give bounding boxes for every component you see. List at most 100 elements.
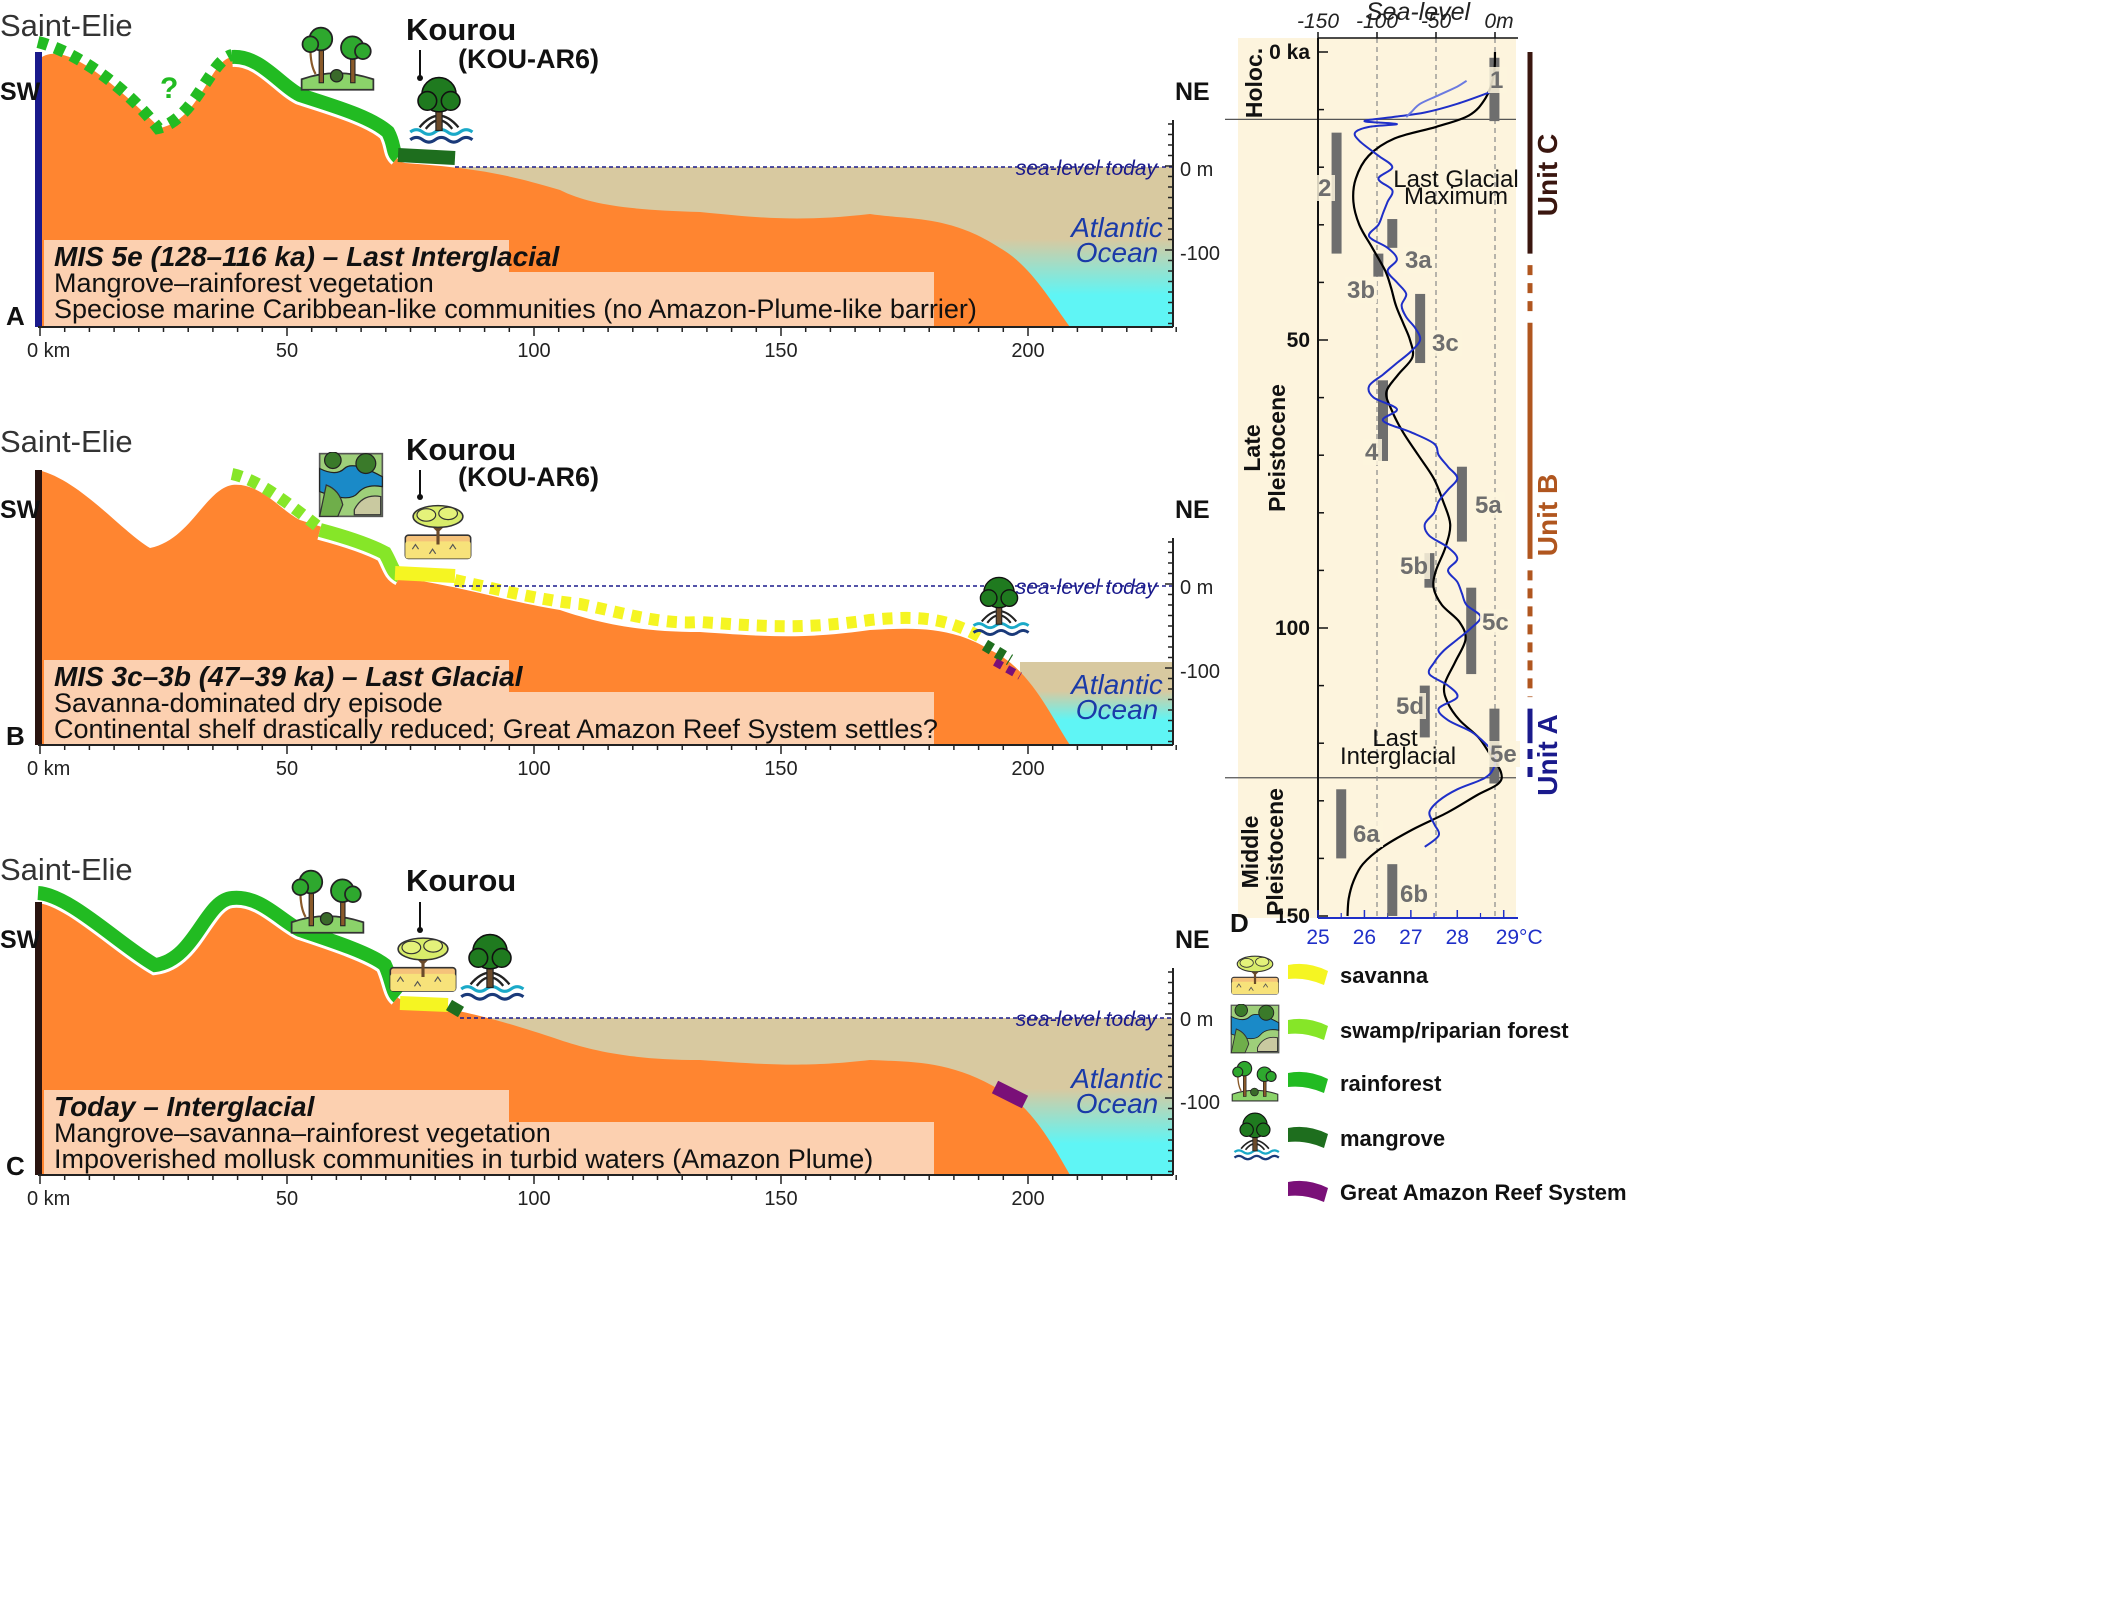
unit-label: Unit A [1532,714,1563,795]
mis-label: 2 [1318,175,1331,202]
unit-label-text: Unit C [1532,134,1563,216]
y-tick-label: 100 [1275,617,1310,640]
caption-bg [44,1122,934,1176]
period-label-line: Late [1239,424,1265,471]
site-label: Saint-Elie [0,424,133,459]
unit-label-text: Unit A [1532,714,1563,795]
site-label: Saint-Elie [0,8,133,43]
mis-label-bg [1363,439,1382,465]
mis-label-bg [1473,492,1505,518]
legend-swatch [1288,1126,1328,1148]
distance-tick-label: 0 km [27,340,70,362]
sea-level-label: sea-level today [1016,576,1159,599]
caption-line: Impoverished mollusk communities in turb… [54,1144,873,1174]
y-tick-label: 150 [1275,905,1310,928]
kourou-label: Kourou [406,432,516,467]
ocean-label: Ocean [1076,1088,1159,1119]
caption-title: MIS 5e (128–116 ka) – Last Interglacial [54,241,561,272]
period-label-line: Pleistocene [1264,384,1290,512]
mangrove-icon [408,75,474,144]
mis-label: 5e [1490,741,1517,768]
site-label: Saint-Elie [0,852,133,887]
savanna-band-dashed [453,574,989,646]
mis-bar [1466,587,1477,675]
bottom-tick-label: 28 [1446,926,1469,949]
kourou-pointer-dot [417,927,423,933]
mis-label-bg [1398,881,1430,907]
mis-label-bg [1351,821,1383,847]
period-label: Holoc. [1241,48,1267,118]
distance-tick-label: 100 [517,340,550,362]
ocean-label: Atlantic [1069,212,1163,243]
legend-label: swamp/riparian forest [1340,1018,1569,1043]
left-bar [35,52,42,327]
period-label-line: Holoc. [1241,48,1267,118]
legend-swatch [1288,1180,1328,1202]
swamp-band-dashed [230,468,324,533]
mis-bar [1456,466,1467,542]
panel-letter: C [6,1151,25,1181]
depth-label: 0 m [1180,1009,1213,1031]
savanna-icon [388,936,458,993]
top-axis-title: Sea-level [1366,0,1472,26]
caption-bg [44,692,934,746]
mis-bar [1336,789,1347,859]
unit-label: Unit B [1532,474,1563,556]
mis-label: 3b [1347,277,1375,304]
mis-label: 5c [1482,609,1509,636]
reef-band [991,1080,1029,1109]
sea-water [1020,662,1173,745]
mangrove-icon [1233,1112,1280,1161]
mis-label: 3c [1432,330,1459,357]
rainforest-icon [300,26,375,91]
sea-level-label: sea-level today [1016,157,1159,180]
y-tick-label: 0 ka [1269,41,1310,64]
mis-label: 5d [1396,693,1424,720]
distance-tick-label: 150 [764,340,797,362]
savanna-icon [403,503,473,561]
bottom-tick-label: 26 [1353,926,1376,949]
caption-line: Mangrove–rainforest vegetation [54,268,434,298]
kourou-pointer-dot [417,75,423,81]
left-bar [35,902,42,1175]
top-tick-label: -150 [1297,10,1339,33]
savanna-band [394,566,456,583]
legend-label: savanna [1340,963,1429,988]
mis-bar [1331,132,1342,254]
mangrove-band [445,999,465,1018]
top-tick-label: -100 [1356,10,1398,33]
mis-label: 5b [1400,553,1428,580]
unit-label: Unit C [1532,134,1563,216]
mis-label-bg [1345,277,1377,303]
mis-label-bg [1488,67,1507,93]
mis-bar [1373,253,1384,277]
mis-label-bg [1394,693,1426,719]
kourou-label: Kourou [406,12,516,47]
distance-tick-label: 50 [276,340,298,362]
distance-tick-label: 150 [764,758,797,780]
distance-tick-label: 100 [517,1188,550,1210]
core-label: (KOU-AR6) [458,44,599,74]
mis-bar [1415,293,1426,364]
distance-tick-label: 0 km [27,758,70,780]
mis-bar [1387,219,1398,248]
mis-label: 6a [1353,821,1380,848]
ocean-label: Atlantic [1069,1063,1163,1094]
caption-line: Speciose marine Caribbean-like communiti… [54,294,977,324]
caption-line: Savanna-dominated dry episode [54,688,443,718]
savanna-band [399,996,449,1012]
legend-swatch [1288,1071,1328,1093]
reef-band-dashed [993,658,1022,680]
top-tick-label: -50 [1421,10,1452,33]
caption-title: MIS 3c–3b (47–39 ka) – Last Glacial [54,661,524,692]
depth-label: -100 [1180,661,1220,683]
mis-label-bg [1398,553,1430,579]
y-tick-label: 50 [1287,329,1310,352]
distance-tick-label: 200 [1011,758,1044,780]
rainforest-icon [1231,1060,1279,1102]
annotation-li: Interglacial [1340,743,1456,770]
caption-title-bg [44,660,509,692]
